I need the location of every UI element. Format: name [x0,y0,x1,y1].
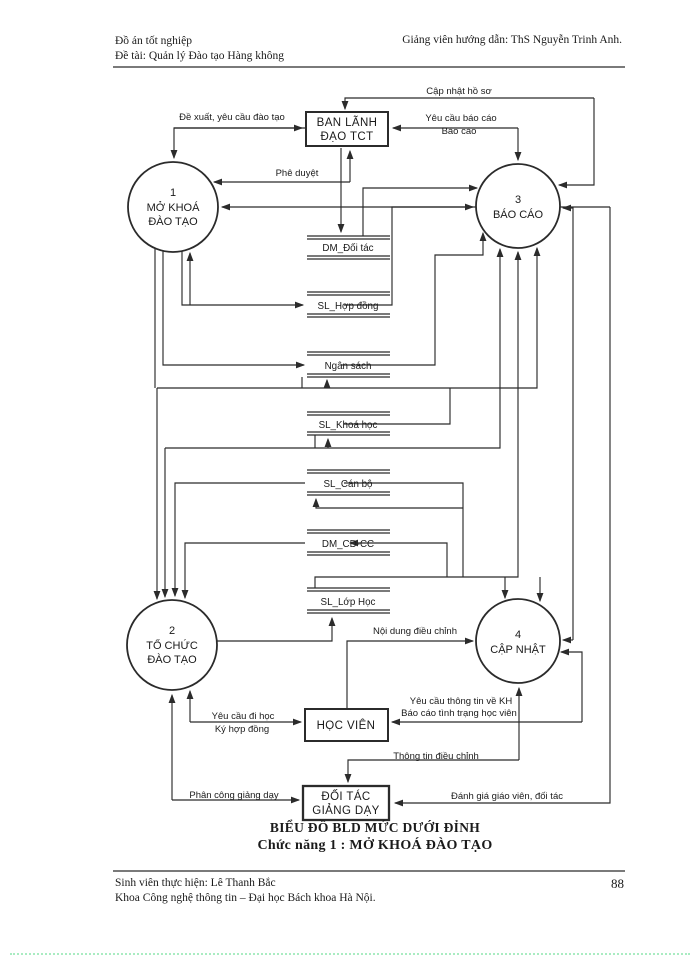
bottom-dotted-divider [10,953,690,955]
datastore-label: SL_Khoá học [319,420,378,431]
process-4-cap-nhat: 4 CẬP NHẬT [475,598,561,684]
process-3-bao-cao: 3 BÁO CÁO [475,163,561,249]
flow-label-yeu-cau-di-hoc: Yêu cầu đi học [212,711,275,722]
process-2-to-chuc-dao-tao: 2 TỔ CHỨC ĐÀO TẠO [126,599,218,691]
datastore-dm-doitac: DM_Đối tác [307,235,390,260]
process-label: MỞ KHOÁ [147,201,200,214]
diagram-caption-function: Chức năng 1 : MỞ KHOÁ ĐÀO TẠO [257,838,493,853]
entity-label: GIẢNG DẠY [312,804,380,817]
flow-label-de-xuat: Đề xuất, yêu cầu đào tạo [179,112,285,123]
entity-label: ĐỐI TÁC [321,789,370,803]
process-label: BÁO CÁO [493,208,544,221]
datastore-label: SL_Hợp đồng [318,301,379,312]
flow-label-phan-cong: Phân công giảng dạy [189,790,279,801]
entity-label: HỌC VIÊN [317,719,376,732]
header-left: Đồ án tốt nghiệp Đề tài: Quản lý Đào tạo… [115,34,284,64]
entity-hoc-vien: HỌC VIÊN [304,708,389,742]
process-label: TỔ CHỨC [146,639,198,652]
datastore-label: DM_CD-CC [322,539,374,550]
flow-label-yc-thong-tin-kh: Yêu cầu thông tin về KH [410,696,513,707]
process-label: CẬP NHẬT [490,643,546,656]
flow-label-noi-dung-dieu-chinh: Nội dung điều chỉnh [373,626,457,637]
flow-label-bc-tinh-trang: Báo cáo tình trạng học viên [401,708,517,719]
process-number: 1 [170,187,176,199]
datastore-label: SL_Cán bộ [323,479,373,490]
footer: Sinh viên thực hiện: Lê Thanh Bắc Khoa C… [115,876,376,906]
flow-labels: Đề xuất, yêu cầu đào tạo Phê duyệt Cập n… [179,86,563,802]
flow-label-phe-duyet: Phê duyệt [276,168,319,179]
flow-label-danh-gia: Đánh giá giáo viên, đối tác [451,791,563,802]
header-topic: Đề tài: Quản lý Đào tạo Hàng không [115,50,284,62]
datastore-label: Ngân sách [325,361,372,372]
flow-label-cap-nhat-ho-so: Cập nhật hồ sơ [426,86,491,97]
datastore-label: DM_Đối tác [322,243,373,254]
diagram-caption-title: BIỂU ĐỒ BLD MỨC DƯỚI ĐỈNH [269,820,481,835]
datastore-label: SL_Lớp Học [321,597,376,608]
entity-ban-lanh-dao-tct: BAN LÃNH ĐẠO TCT [305,111,389,147]
datastore-sl-lophoc: SL_Lớp Học [307,587,390,614]
flow-label-thong-tin-dieu-chinh: Thông tin điều chỉnh [393,751,479,762]
flow-label-bao-cao: Báo cáo [442,126,477,137]
process-number: 2 [169,625,175,637]
datastore-dm-cdcc: DM_CD-CC [307,529,390,556]
header-advisor: Giảng viên hướng dẫn: ThS Nguyễn Trinh A… [402,34,622,46]
process-number: 3 [515,194,521,206]
page-number: 88 [611,876,624,891]
flow-label-yeu-cau-bao-cao: Yêu cầu báo cáo [425,113,496,124]
datastore-sl-hopdong: SL_Hợp đồng [307,291,390,318]
header-project: Đồ án tốt nghiệp [115,35,192,47]
flow-label-ky-hop-dong: Ký hợp đồng [215,724,269,735]
datastore-sl-canbo: SL_Cán bộ [307,469,390,496]
footer-faculty: Khoa Công nghệ thông tin – Đại học Bách … [115,892,376,904]
footer-student: Sinh viên thực hiện: Lê Thanh Bắc [115,877,276,889]
datastore-sl-khoahoc: SL_Khoá học [307,411,390,436]
process-1-mo-khoa-dao-tao: 1 MỞ KHOÁ ĐÀO TẠO [127,161,219,253]
entity-doi-tac-giang-day: ĐỐI TÁC GIẢNG DẠY [301,784,391,822]
process-label: ĐÀO TẠO [147,653,197,666]
datastore-ngansach: Ngân sách [307,351,390,378]
entity-label: BAN LÃNH [317,116,378,129]
entity-label: ĐẠO TCT [320,131,373,143]
process-label: ĐÀO TẠO [148,215,198,228]
process-number: 4 [515,629,521,641]
